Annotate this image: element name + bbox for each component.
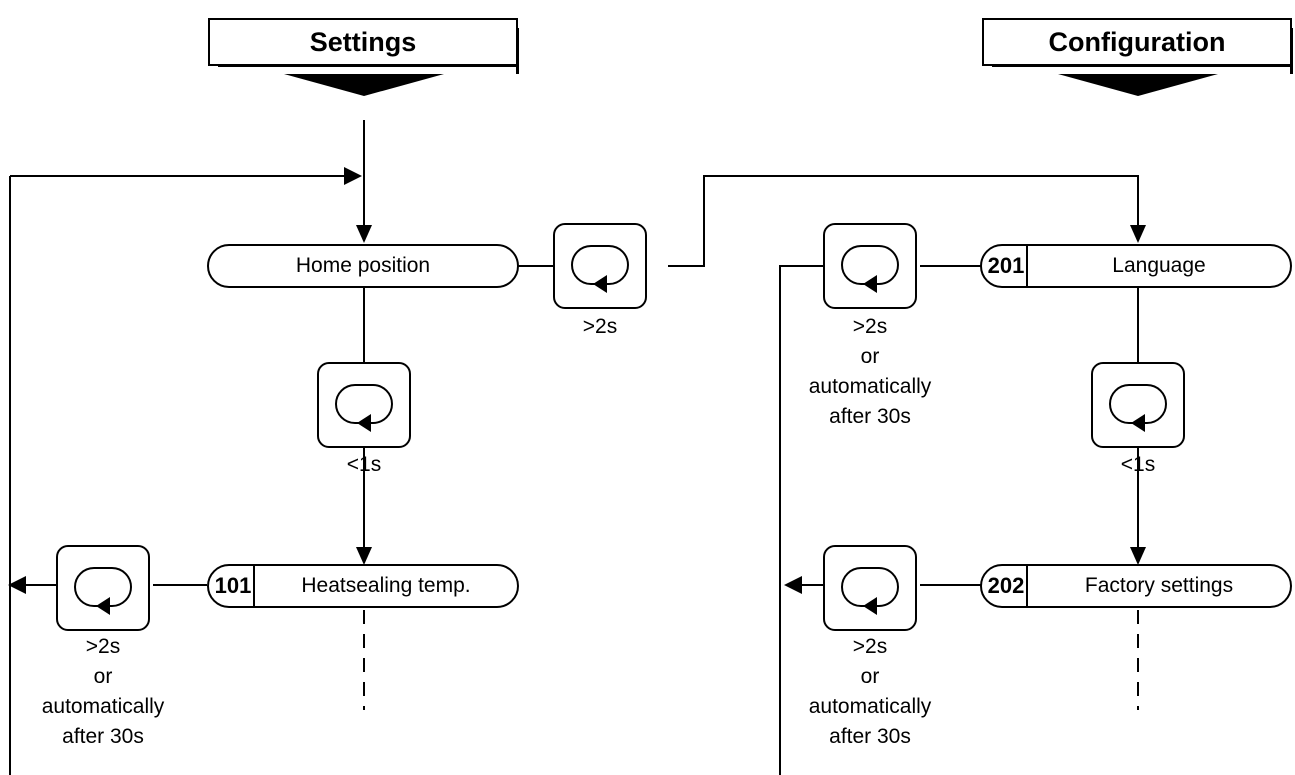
condition-line: >2s (852, 635, 888, 658)
loop-arrow-icon (841, 245, 899, 293)
condition-line: >2s (85, 635, 121, 658)
condition-factory-exit: >2s or automatically after 30s (770, 632, 970, 752)
condition-language-to-factory: <1s (1088, 450, 1188, 480)
condition-line: or (860, 345, 880, 368)
key-language-exit (823, 223, 917, 309)
loop-arrow-icon (74, 567, 132, 615)
condition-line: or (93, 665, 113, 688)
key-factory-exit (823, 545, 917, 631)
heatsealing-temp-node: 101 Heatsealing temp. (207, 564, 519, 608)
configuration-header-shadow-bottom (992, 64, 1293, 67)
language-number: 201 (982, 246, 1028, 286)
key-home-to-heatsealing (317, 362, 411, 448)
home-position-label: Home position (295, 254, 431, 277)
configuration-header: Configuration (982, 18, 1292, 66)
language-label: Language (1112, 254, 1206, 277)
condition-line: after 30s (62, 725, 144, 748)
condition-line: automatically (808, 695, 932, 718)
settings-header-shadow-bottom (218, 64, 519, 67)
heatsealing-temp-number: 101 (209, 566, 255, 606)
settings-header-label: Settings (309, 27, 417, 57)
condition-text: >2s (582, 315, 618, 338)
configuration-header-label: Configuration (1048, 27, 1226, 57)
condition-line: after 30s (829, 725, 911, 748)
language-node: 201 Language (980, 244, 1292, 288)
loop-arrow-icon (841, 567, 899, 615)
condition-line: >2s (852, 315, 888, 338)
home-position-node: Home position (207, 244, 519, 288)
condition-text: <1s (1120, 453, 1156, 476)
configuration-header-shadow (1290, 28, 1293, 74)
loop-arrow-icon (571, 245, 629, 293)
factory-settings-label: Factory settings (1084, 574, 1234, 597)
condition-language-exit: >2s or automatically after 30s (770, 312, 970, 432)
settings-header: Settings (208, 18, 518, 66)
condition-heatsealing-exit: >2s or automatically after 30s (3, 632, 203, 752)
heatsealing-temp-label: Heatsealing temp. (301, 574, 471, 597)
condition-line: or (860, 665, 880, 688)
key-home-to-config (553, 223, 647, 309)
key-heatsealing-exit (56, 545, 150, 631)
factory-settings-node: 202 Factory settings (980, 564, 1292, 608)
loop-arrow-icon (1109, 384, 1167, 432)
condition-line: automatically (808, 375, 932, 398)
condition-home-to-config: >2s (550, 312, 650, 342)
condition-text: <1s (346, 453, 382, 476)
condition-home-to-heatsealing: <1s (314, 450, 414, 480)
condition-line: automatically (41, 695, 165, 718)
settings-header-shadow (516, 28, 519, 74)
key-language-to-factory (1091, 362, 1185, 448)
condition-line: after 30s (829, 405, 911, 428)
factory-settings-number: 202 (982, 566, 1028, 606)
loop-arrow-icon (335, 384, 393, 432)
